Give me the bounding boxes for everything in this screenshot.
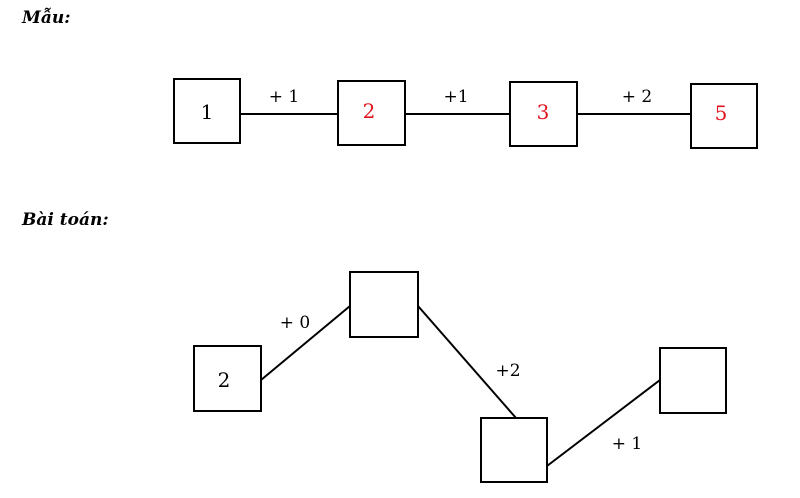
sample-box-1 xyxy=(173,78,241,144)
sample-box-4 xyxy=(690,83,758,149)
sample-op-2: +1 xyxy=(443,87,468,107)
problem-box-1 xyxy=(193,345,262,412)
sample-op-1: + 1 xyxy=(269,87,299,107)
sample-box-4-value: 5 xyxy=(715,101,728,125)
problem-op-3: + 1 xyxy=(612,434,642,454)
sample-box-3 xyxy=(509,81,578,147)
problem-connector-3 xyxy=(546,379,661,467)
problem-op-2: +2 xyxy=(495,361,520,381)
sample-op-3: + 2 xyxy=(622,87,652,107)
sample-heading: Mẫu: xyxy=(22,8,71,28)
problem-connector-2 xyxy=(417,305,517,419)
problem-connectors xyxy=(260,305,661,467)
problem-op-1: + 0 xyxy=(280,313,310,333)
sample-box-2 xyxy=(337,80,406,146)
problem-box-1-value: 2 xyxy=(218,368,231,392)
problem-box-4 xyxy=(659,347,727,414)
sample-box-1-value: 1 xyxy=(201,100,214,124)
sample-box-2-value: 2 xyxy=(363,99,376,123)
sample-boxes xyxy=(173,78,758,149)
problem-box-2 xyxy=(349,271,419,338)
problem-boxes xyxy=(193,271,727,483)
problem-box-3 xyxy=(480,417,548,483)
problem-connector-1 xyxy=(260,305,351,381)
problem-heading: Bài toán: xyxy=(22,210,109,230)
sample-box-3-value: 3 xyxy=(537,100,550,124)
